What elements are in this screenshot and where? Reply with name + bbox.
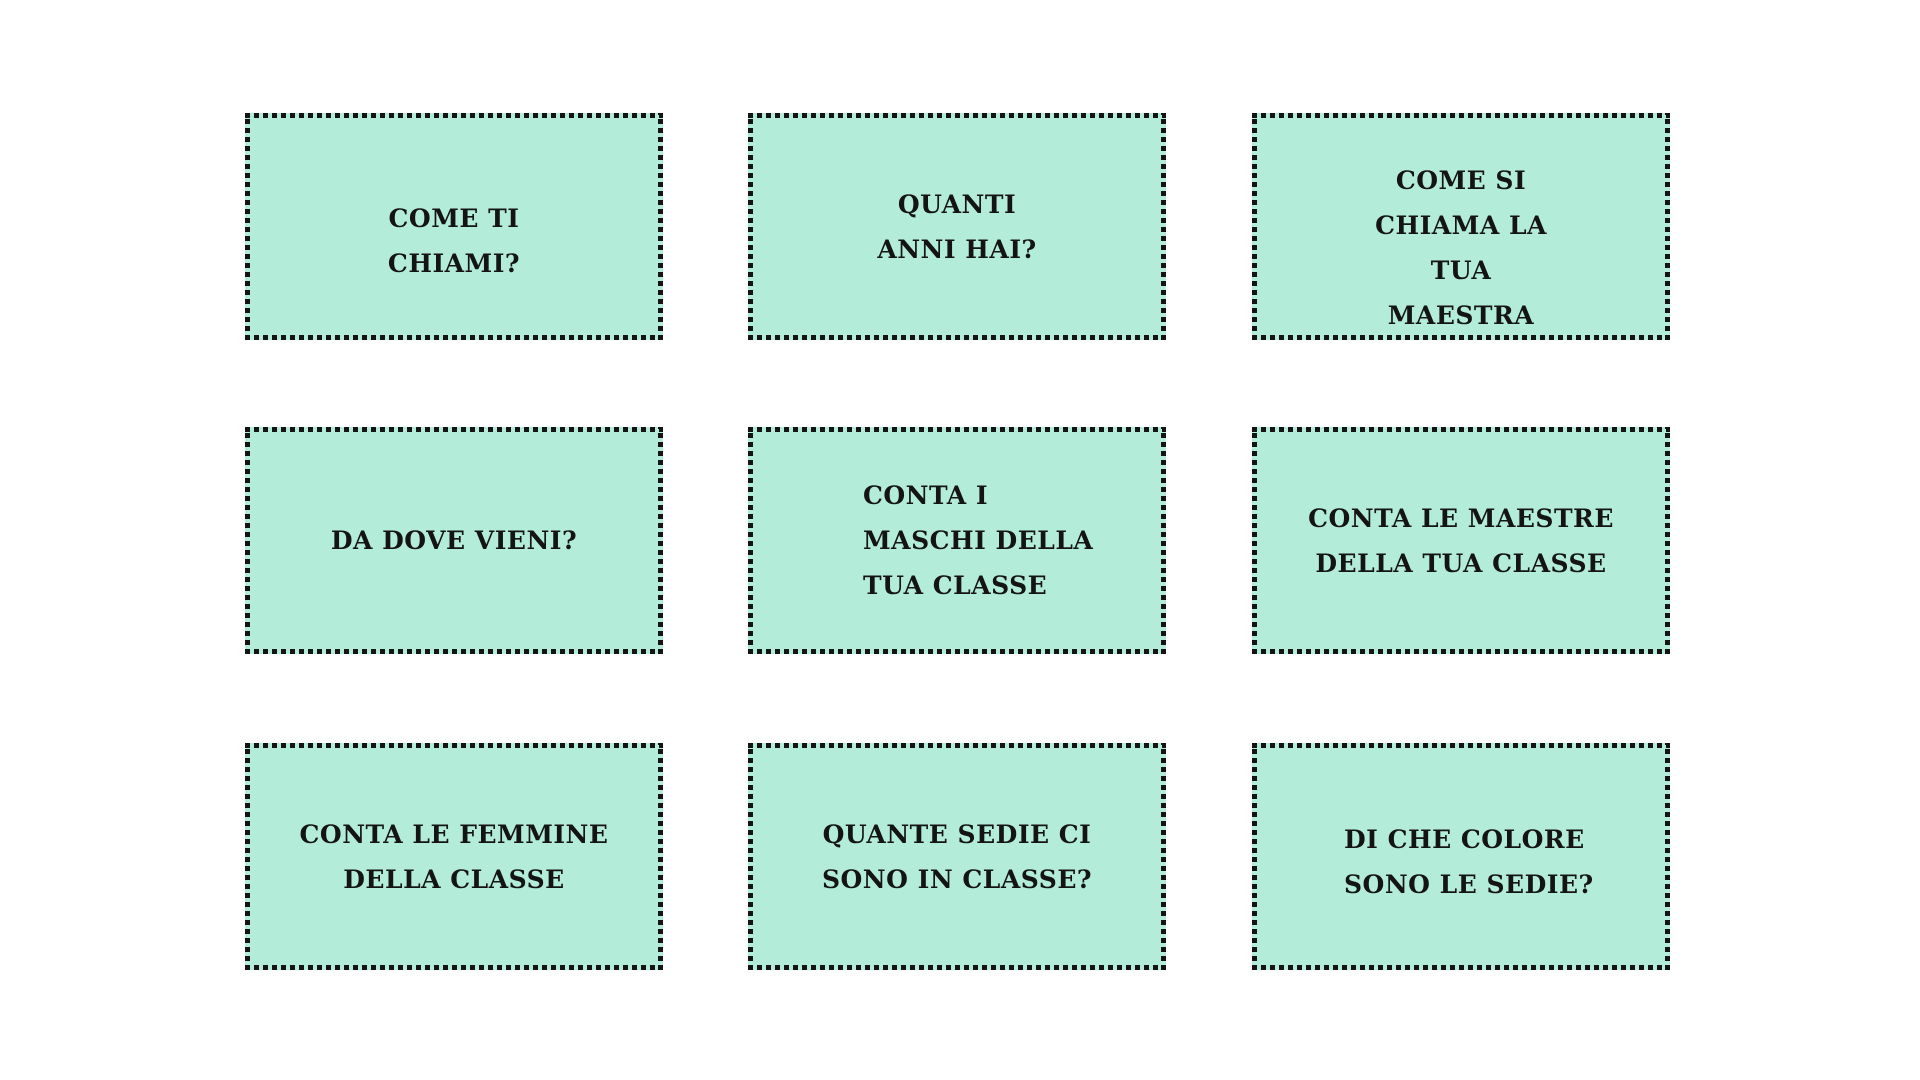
question-card-text: CONTA LE FEMMINE DELLA CLASSE: [299, 819, 609, 894]
question-card-da-dove-vieni: DA DOVE VIENI?: [245, 427, 663, 654]
question-card-text: QUANTE SEDIE CI SONO IN CLASSE?: [821, 819, 1093, 894]
question-card-come-si-chiama-la-tua-maestra: COME SI CHIAMA LA TUA MAESTRA: [1252, 113, 1670, 340]
question-card-di-che-colore-sedie: DI CHE COLORE SONO LE SEDIE?: [1252, 743, 1670, 970]
question-card-quante-sedie: QUANTE SEDIE CI SONO IN CLASSE?: [748, 743, 1166, 970]
question-card-conta-le-maestre: CONTA LE MAESTRE DELLA TUA CLASSE: [1252, 427, 1670, 654]
question-card-conta-i-maschi: CONTA I MASCHI DELLA TUA CLASSE: [748, 427, 1166, 654]
question-card-text: DA DOVE VIENI?: [330, 526, 578, 555]
question-card-text: CONTA I MASCHI DELLA TUA CLASSE: [863, 481, 1094, 600]
question-card-text: QUANTI ANNI HAI?: [877, 189, 1037, 264]
question-card-text: CONTA LE MAESTRE DELLA TUA CLASSE: [1308, 503, 1614, 578]
question-card-text: COME TI CHIAMI?: [387, 203, 521, 278]
question-card-text: COME SI CHIAMA LA TUA MAESTRA: [1375, 166, 1547, 330]
question-card-quanti-anni-hai: QUANTI ANNI HAI?: [748, 113, 1166, 340]
question-card-conta-le-femmine: CONTA LE FEMMINE DELLA CLASSE: [245, 743, 663, 970]
question-card-come-ti-chiami: COME TI CHIAMI?: [245, 113, 663, 340]
question-card-text: DI CHE COLORE SONO LE SEDIE?: [1344, 824, 1594, 899]
